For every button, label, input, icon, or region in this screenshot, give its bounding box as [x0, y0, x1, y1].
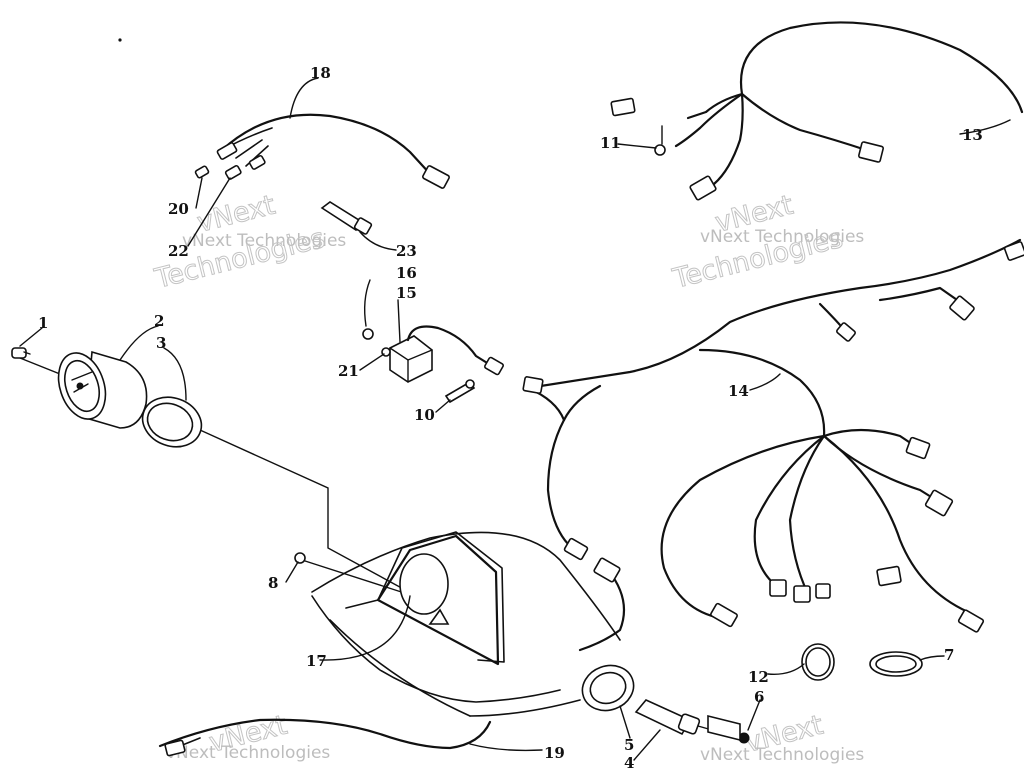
- part-19-lower-harness: [158, 718, 492, 757]
- watermark-text: vNext Technologies: [166, 743, 330, 763]
- callout-22: 22: [168, 242, 189, 260]
- part-8-socket: [294, 552, 306, 564]
- callout-23: 23: [396, 242, 417, 260]
- callout-11: 11: [600, 134, 621, 152]
- callout-8: 8: [268, 574, 278, 592]
- callout-2: 2: [154, 312, 164, 330]
- part-6-nut: [707, 714, 750, 744]
- watermark-text: vNext Technologies: [182, 231, 346, 251]
- leader-lines: [19, 77, 1011, 761]
- part-18-short-harness: [216, 113, 450, 189]
- watermark-text: vNext Technologies: [700, 745, 864, 765]
- callout-21: 21: [338, 362, 359, 380]
- callout-18: 18: [310, 64, 331, 82]
- callout-19: 19: [544, 744, 565, 762]
- part-3-bezel-ring: [141, 396, 203, 448]
- callout-17: 17: [306, 652, 327, 670]
- part-13-upper-harness: [610, 21, 1024, 201]
- callout-numbers: 1 2 3 4 5 6 7 8 10 11 12 13 14 15 16 17 …: [38, 64, 983, 772]
- part-7-clamp: [869, 651, 923, 677]
- callout-1: 1: [38, 314, 48, 332]
- callout-10: 10: [414, 406, 435, 424]
- part-22-terminal: [224, 164, 242, 180]
- callout-5: 5: [624, 736, 634, 754]
- stray-dot: [118, 38, 122, 42]
- part-16-nut: [362, 328, 374, 340]
- callout-7: 7: [944, 646, 954, 664]
- part-23-fuse-holder: [320, 201, 373, 235]
- callout-20: 20: [168, 200, 189, 218]
- part-10-screw: [444, 379, 476, 404]
- watermark-right: vNext vNext Technologies Technologies: [669, 189, 865, 295]
- part-1-bulb: [11, 347, 31, 359]
- part-14-main-harness: [522, 238, 1024, 652]
- part-12-clamp: [801, 643, 835, 681]
- callout-12: 12: [748, 668, 769, 686]
- part-17-dash-panel: [311, 531, 621, 717]
- callout-6: 6: [754, 688, 764, 706]
- callout-15: 15: [396, 284, 417, 302]
- part-4-key-switch: [634, 699, 741, 739]
- watermark-bottom-right: vNext vNext Technologies: [700, 709, 864, 765]
- watermark-text: vNext Technologies: [700, 227, 864, 247]
- callout-13: 13: [962, 126, 983, 144]
- part-2-gauge: [57, 350, 148, 429]
- callout-4: 4: [624, 754, 634, 768]
- part-5-ring: [581, 664, 635, 712]
- callout-16: 16: [396, 264, 417, 282]
- callout-14: 14: [728, 382, 749, 400]
- part-15-module: [389, 325, 504, 383]
- part-11-ground-ring: [654, 125, 666, 156]
- watermark-bottom-left: vNext vNext Technologies: [166, 709, 330, 763]
- callout-3: 3: [156, 334, 166, 352]
- part-20-terminal: [194, 165, 210, 179]
